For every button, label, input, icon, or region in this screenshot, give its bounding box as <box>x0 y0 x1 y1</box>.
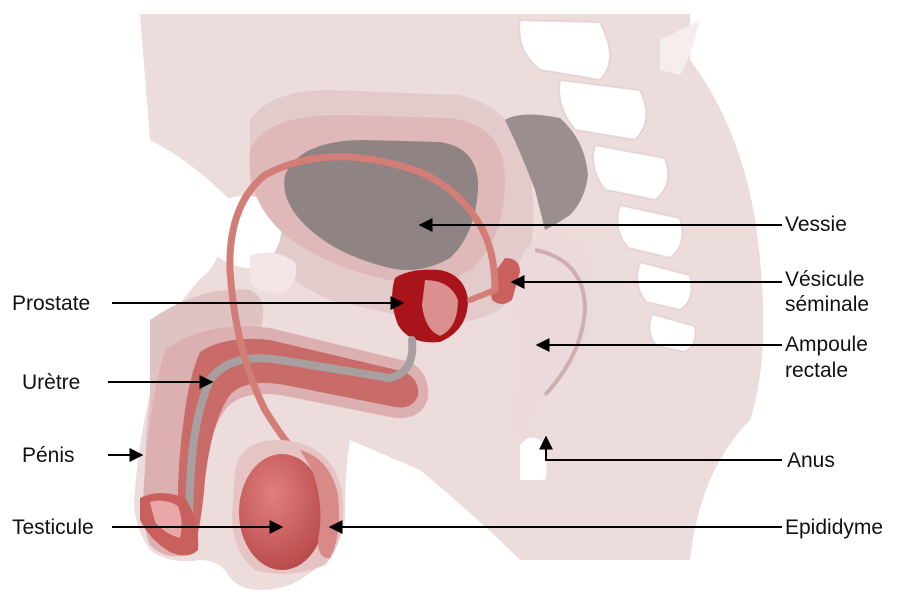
label-vesicule-line2: séminale <box>785 293 869 316</box>
label-ampoule-line2: rectale <box>785 359 848 382</box>
label-anus: Anus <box>787 449 835 472</box>
label-prostate: Prostate <box>12 292 90 315</box>
pubic-bone-lower <box>250 253 296 293</box>
label-testicule: Testicule <box>12 516 94 539</box>
label-vesicule-line1: Vésicule <box>785 268 864 291</box>
label-ampoule-line1: Ampoule <box>785 333 868 356</box>
anus-notch <box>520 438 547 481</box>
testicle <box>239 454 325 570</box>
label-epididyme: Epididyme <box>785 516 883 539</box>
label-uretre: Urètre <box>22 371 80 394</box>
label-vessie: Vessie <box>785 213 847 236</box>
label-penis: Pénis <box>22 444 75 467</box>
